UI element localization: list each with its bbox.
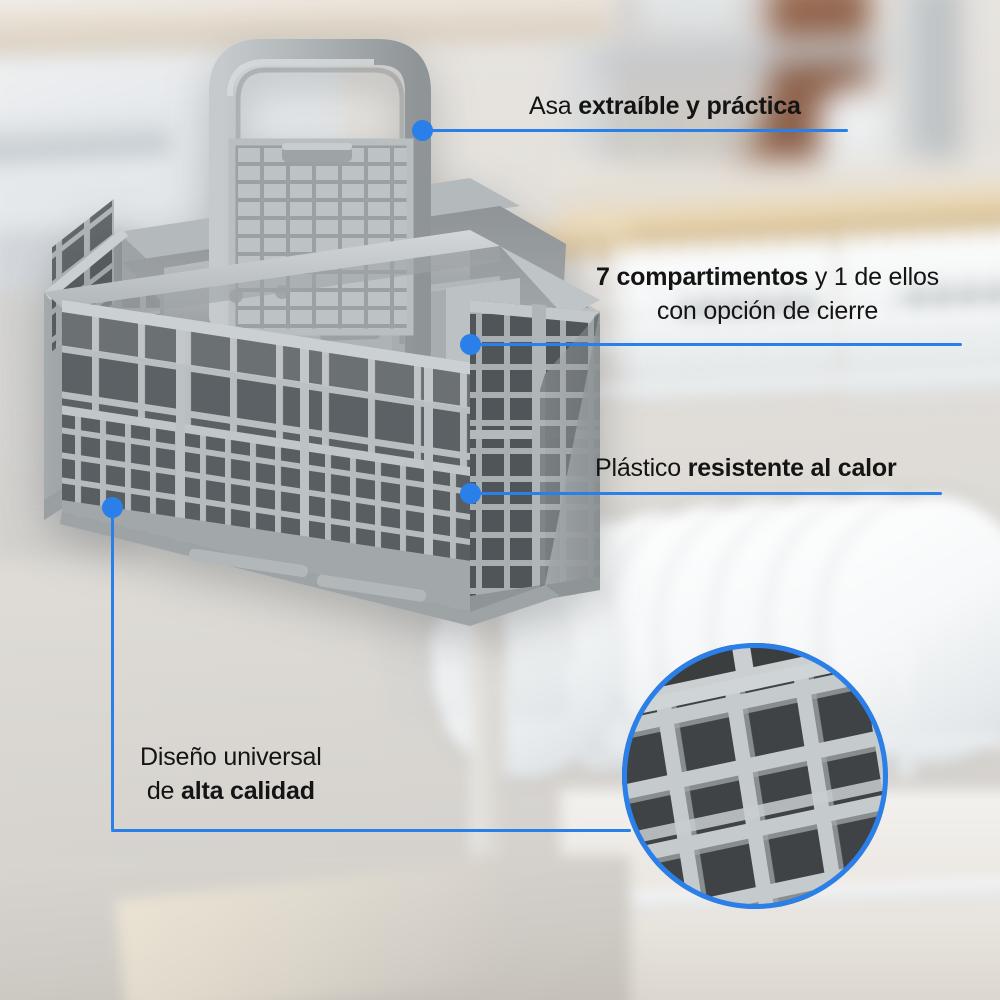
callout-dot-compartments[interactable] (460, 334, 481, 355)
callout-handle-bold: extraíble y práctica (578, 92, 801, 120)
callout-dot-handle[interactable] (412, 120, 433, 141)
callout-dot-universal-design[interactable] (102, 497, 123, 518)
callout-text-compartments: 7 compartimentos y 1 de ellos con opción… (596, 260, 939, 328)
callout-text-handle: Asa extraíble y práctica (529, 89, 801, 123)
basket-bottom (60, 512, 560, 626)
callout-design-plain: de (146, 777, 181, 805)
callout-compartments-line2: con opción de cierre (656, 297, 879, 325)
callout-dot-heat-resistant[interactable] (460, 483, 481, 504)
callout-heat-bold: resistente al calor (687, 454, 897, 482)
callout-text-heat-resistant: Plástico resistente al calor (595, 451, 897, 485)
callout-handle-plain: Asa (529, 92, 579, 120)
basket-handle (209, 39, 431, 365)
callout-line-handle (424, 129, 848, 132)
callout-heat-plain: Plástico (595, 454, 688, 482)
kettle-knob (845, 80, 861, 102)
callout-line-compartments (472, 343, 962, 346)
handle-grid-panel (232, 142, 410, 332)
callout-design-line2: de alta calidad (140, 774, 322, 808)
callout-compartments-plain: y 1 de ellos (808, 263, 939, 291)
basket-top-rim (44, 230, 600, 324)
mesh-zoom-inset-border (622, 643, 888, 909)
basket-front-face (62, 300, 545, 612)
basket-right-end (540, 310, 600, 600)
callout-line-heat-resistant (472, 492, 942, 495)
callout-hline-universal-design (111, 829, 631, 832)
callout-text-universal-design: Diseño universal de alta calidad (140, 740, 322, 808)
callout-design-bold: alta calidad (181, 777, 315, 805)
callout-vline-universal-design (111, 512, 114, 830)
callout-compartments-line1: 7 compartimentos y 1 de ellos (596, 260, 939, 294)
callout-design-line1: Diseño universal (140, 743, 322, 771)
callout-compartments-bold: 7 compartimentos (596, 263, 809, 291)
